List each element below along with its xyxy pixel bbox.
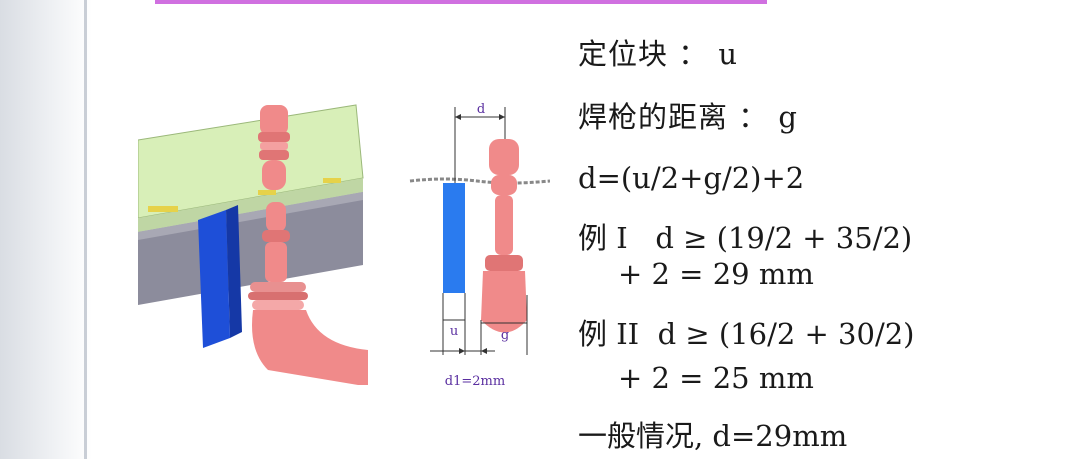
lower-electrode-arm xyxy=(252,310,368,385)
dimension-diagram: d u g d1=2mm xyxy=(409,102,550,389)
locating-block-3d xyxy=(198,210,230,348)
locating-block-2d xyxy=(443,183,465,293)
gun-distance-definition: 焊枪的距离 ： g xyxy=(578,100,799,134)
general-case: 一般情况, d=29mm xyxy=(578,419,848,453)
example2-line2: + 2 = 25 mm xyxy=(618,361,814,395)
d-label: d xyxy=(477,102,485,117)
slide-left-margin xyxy=(0,0,92,459)
u-label: u xyxy=(450,324,458,339)
welding-3d-illustration xyxy=(138,104,368,385)
electrode-2d-tip xyxy=(481,271,527,333)
example1-line2: + 2 = 29 mm xyxy=(618,257,814,291)
title-accent-bar xyxy=(155,0,767,4)
plate-line xyxy=(409,177,550,185)
electrode-2d-top xyxy=(489,139,519,175)
d1-label: d1=2mm xyxy=(445,374,505,389)
upper-electrode-body xyxy=(260,105,288,135)
locating-block-definition: 定位块 ： u xyxy=(578,37,739,71)
distance-formula: d=(u/2+g/2)+2 xyxy=(578,161,805,195)
example2-line1: 例 II d ≥ (16/2 + 30/2) xyxy=(578,317,915,351)
g-label: g xyxy=(501,328,509,343)
example1-line1: 例 I d ≥ (19/2 + 35/2) xyxy=(578,221,913,255)
lower-electrode-body xyxy=(266,202,286,232)
slide-left-border xyxy=(84,0,87,459)
workpiece-base xyxy=(138,192,363,305)
workpiece-plate-edge xyxy=(138,178,363,232)
